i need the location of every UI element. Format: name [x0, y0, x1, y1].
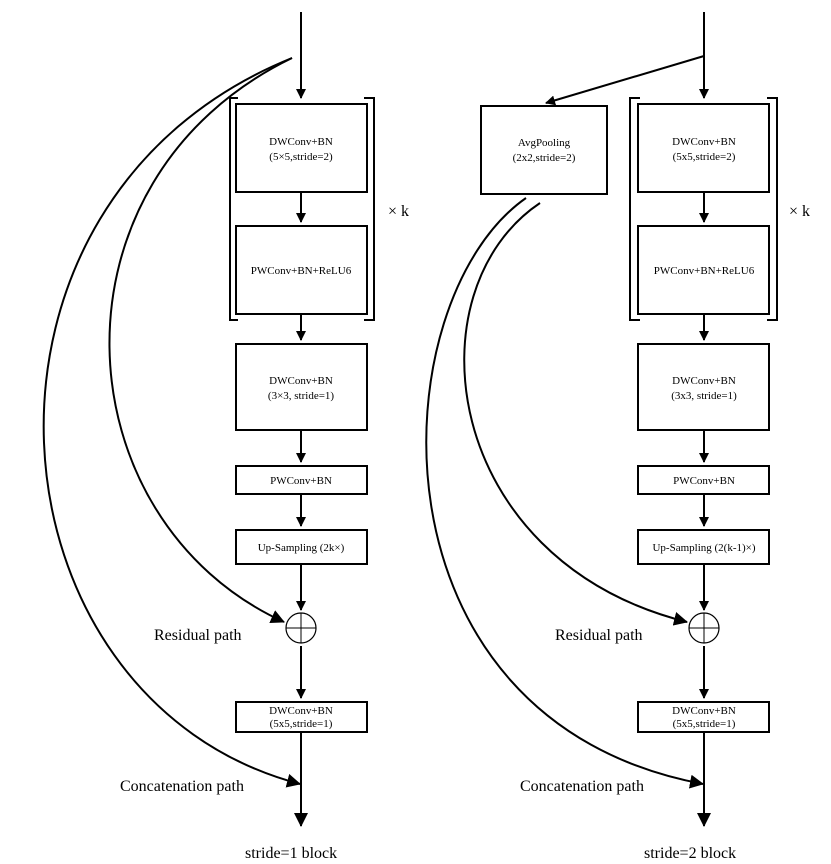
- concat-path-curve-r: [425, 197, 704, 789]
- dwconv-box-1-params: (5×5,stride=2): [269, 151, 333, 163]
- upsampling-box: [235, 529, 368, 565]
- pwconv-label: PWConv+BN: [270, 475, 332, 487]
- dwconv-box-2-params: (3×3, stride=1): [268, 390, 335, 402]
- pwconv-relu-label: PWConv+BN+ReLU6: [251, 265, 352, 277]
- avgpool-params: (2x2,stride=2): [513, 152, 576, 164]
- residual-path-label: Residual path: [154, 627, 242, 644]
- dwconv-box-2-r: [637, 343, 770, 431]
- dwconv-box-3-r-params: (5x5,stride=1): [673, 718, 736, 730]
- pwconv-relu-box-r: [637, 225, 770, 315]
- dwconv-box-2-label: DWConv+BN: [269, 375, 333, 387]
- stride1-block: DWConv+BN (5×5,stride=2) PWConv+BN+ReLU6…: [42, 12, 409, 862]
- residual-path-curve-r: [463, 202, 688, 626]
- dwconv-box-2-r-label: DWConv+BN: [672, 375, 736, 387]
- repeat-label-r: × k: [789, 203, 810, 220]
- pwconv-box: [235, 465, 368, 495]
- dwconv-box-3-label: DWConv+BN: [269, 705, 333, 717]
- dwconv-box-3-params: (5x5,stride=1): [270, 718, 333, 730]
- pwconv-relu-r-label: PWConv+BN+ReLU6: [654, 265, 755, 277]
- pwconv-r-label: PWConv+BN: [673, 475, 735, 487]
- dwconv-box-1-r-label: DWConv+BN: [672, 136, 736, 148]
- concat-path-label-r: Concatenation path: [520, 778, 644, 795]
- arrow-to-avgpool: [545, 55, 705, 106]
- upsampling-label: Up-Sampling (2k×): [258, 542, 345, 554]
- dwconv-box-1-r: [637, 103, 770, 193]
- block-caption-r: stride=2 block: [644, 845, 736, 862]
- residual-path-label-r: Residual path: [555, 627, 643, 644]
- dwconv-box-1-label: DWConv+BN: [269, 136, 333, 148]
- dwconv-box-3-r-label: DWConv+BN: [672, 705, 736, 717]
- pwconv-relu-box: [235, 225, 368, 315]
- block-caption: stride=1 block: [245, 845, 337, 862]
- upsampling-r-label: Up-Sampling (2(k-1)×): [652, 542, 755, 554]
- dwconv-box-2: [235, 343, 368, 431]
- dwconv-box-3: [235, 701, 368, 733]
- pwconv-box-r: [637, 465, 770, 495]
- upsampling-box-r: [637, 529, 770, 565]
- residual-path-curve: [108, 57, 293, 623]
- concat-path-curve: [42, 57, 301, 788]
- concat-path-label: Concatenation path: [120, 778, 244, 795]
- repeat-label: × k: [388, 203, 409, 220]
- repeat-bracket-right: [364, 97, 375, 321]
- repeat-bracket-left-r: [629, 97, 640, 321]
- repeat-bracket-left: [229, 97, 238, 321]
- avgpool-label: AvgPooling: [518, 137, 571, 149]
- dwconv-box-3-r: [637, 701, 770, 733]
- dwconv-box-1-r-params: (5x5,stride=2): [673, 151, 736, 163]
- avgpool-box: [480, 105, 608, 195]
- repeat-bracket-right-r: [767, 97, 778, 321]
- dwconv-box-1: [235, 103, 368, 193]
- stride2-block: AvgPooling (2x2,stride=2) DWConv+BN (5x5…: [425, 12, 810, 862]
- dwconv-box-2-r-params: (3x3, stride=1): [671, 390, 737, 402]
